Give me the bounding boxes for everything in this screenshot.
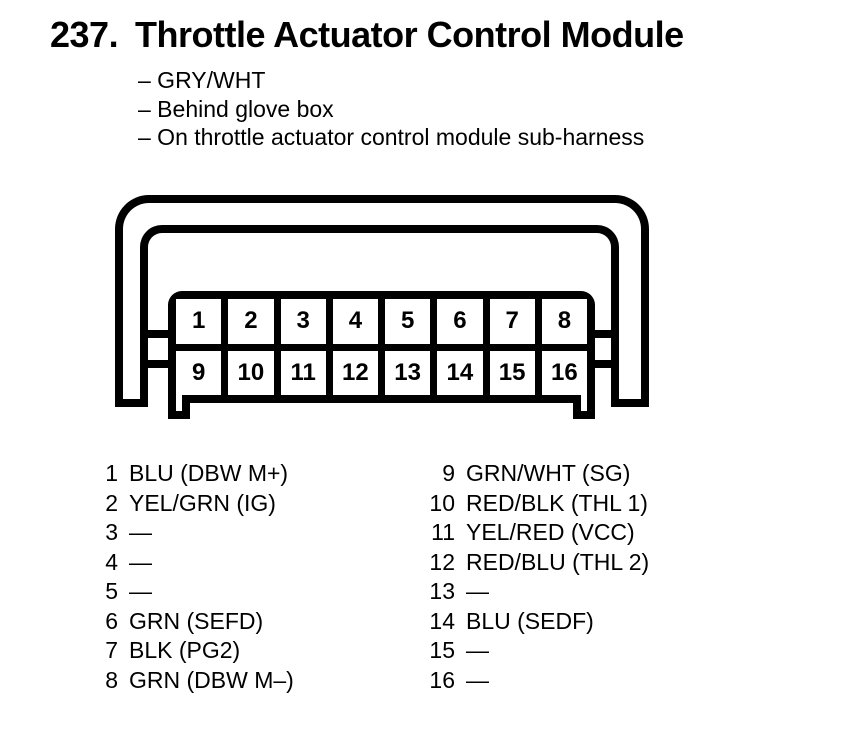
housing-bottom-cap-right [611, 399, 649, 407]
connector-inner-housing-outline [140, 225, 619, 400]
pin-number: 1 [105, 460, 118, 486]
pin-number: 10 [429, 489, 455, 516]
pin-cell-2: 2 [228, 299, 274, 344]
pin-wire-label: GRN (DBW M–) [129, 666, 294, 693]
connector-outer-housing-outline [115, 195, 649, 400]
pin-row-6: 6 GRN (SEFD) [100, 607, 294, 637]
pin-wire-label: — [129, 548, 152, 575]
connector-notes: – GRY/WHT – Behind glove box – On thrott… [138, 66, 644, 152]
pin-number: 3 [105, 519, 118, 545]
page-index-number: 237. [50, 14, 119, 55]
pin-row-5: 5— [100, 577, 294, 607]
pin-wire-label: YEL/RED (VCC) [466, 519, 635, 545]
note-line-color: – GRY/WHT [138, 67, 266, 93]
pin-row-14: 14 BLU (SEDF) [425, 607, 649, 637]
pin-wire-label: — [466, 637, 489, 663]
latch-tab-left-top [146, 330, 172, 338]
pin-row-9: 9 GRN/WHT (SG) [425, 459, 649, 489]
latch-tab-right-bottom [591, 360, 617, 368]
latch-tab-left-bottom [146, 360, 172, 368]
mounting-foot-right [573, 395, 595, 419]
pin-cell-10: 10 [228, 350, 274, 395]
pin-list-right: 9 GRN/WHT (SG) 10 RED/BLK (THL 1) 11 YEL/RE… [425, 459, 649, 695]
pin-row-10: 10 RED/BLK (THL 1) [425, 489, 649, 519]
pin-wire-label: — [466, 666, 489, 693]
pin-cell-1: 1 [176, 299, 222, 344]
pin-cell-8: 8 [541, 299, 587, 344]
pin-wire-label: BLU (DBW M+) [129, 460, 289, 486]
pin-number: 4 [105, 548, 118, 575]
pin-cell-6: 6 [437, 299, 483, 344]
pin-row-16: 16 — [425, 666, 649, 696]
connector-pin-block: 1 2 3 4 5 6 7 8 9 10 11 12 13 14 15 16 [168, 291, 595, 403]
pin-row-8: 8 GRN (DBW M–) [100, 666, 294, 696]
pin-row-12: 12 RED/BLU (THL 2) [425, 548, 649, 578]
note-line-harness: – On throttle actuator control module su… [138, 124, 645, 151]
pin-wire-label: — [129, 519, 152, 545]
pin-number: 13 [429, 578, 455, 604]
pin-wire-label: RED/BLK (THL 1) [466, 489, 648, 516]
pin-wire-label: — [129, 578, 152, 604]
note-line-location: – Behind glove box [138, 95, 334, 122]
pin-cell-13: 13 [385, 350, 431, 395]
pin-row-13: 13 — [425, 577, 649, 607]
pin-cell-3: 3 [280, 299, 326, 344]
pin-number: 7 [105, 637, 118, 663]
mounting-foot-left [168, 395, 190, 419]
pin-wire-label: BLK (PG2) [129, 637, 241, 663]
pin-number: 8 [105, 666, 118, 693]
pin-row-7: 7 BLK (PG2) [100, 636, 294, 666]
pin-wire-label: YEL/GRN (IG) [129, 489, 276, 516]
pin-wire-label: GRN/WHT (SG) [466, 460, 631, 486]
pin-number: 11 [431, 519, 455, 545]
pin-number: 15 [429, 637, 455, 663]
pin-row-2: 2 YEL/GRN (IG) [100, 489, 294, 519]
pin-cell-9: 9 [176, 350, 222, 395]
housing-bottom-cap-left [115, 399, 148, 407]
pin-number: 16 [429, 666, 455, 693]
pin-row-11: 11 YEL/RED (VCC) [425, 518, 649, 548]
pin-row-3: 3— [100, 518, 294, 548]
pin-wire-label: BLU (SEDF) [466, 607, 594, 634]
pin-number: 6 [105, 607, 118, 634]
pin-cell-16: 16 [541, 350, 587, 395]
pin-number: 2 [105, 489, 118, 516]
pin-wire-label: — [466, 578, 489, 604]
pin-cell-5: 5 [385, 299, 431, 344]
pin-number: 14 [429, 607, 455, 634]
pin-cell-7: 7 [489, 299, 535, 344]
pin-row-15: 15 — [425, 636, 649, 666]
pin-row-1: 1 BLU (DBW M+) [100, 459, 294, 489]
latch-tab-right-top [591, 330, 617, 338]
pin-cell-4: 4 [332, 299, 378, 344]
pin-number: 5 [105, 578, 118, 604]
pin-cell-11: 11 [280, 350, 326, 395]
pin-number: 9 [442, 460, 455, 486]
pin-wire-label: RED/BLU (THL 2) [466, 548, 650, 575]
pin-cell-12: 12 [332, 350, 378, 395]
pin-wire-label: GRN (SEFD) [129, 607, 264, 634]
pin-number: 12 [429, 548, 455, 575]
pin-row-4: 4— [100, 548, 294, 578]
pin-cell-14: 14 [437, 350, 483, 395]
pin-cell-15: 15 [489, 350, 535, 395]
page-title: Throttle Actuator Control Module [135, 14, 684, 55]
